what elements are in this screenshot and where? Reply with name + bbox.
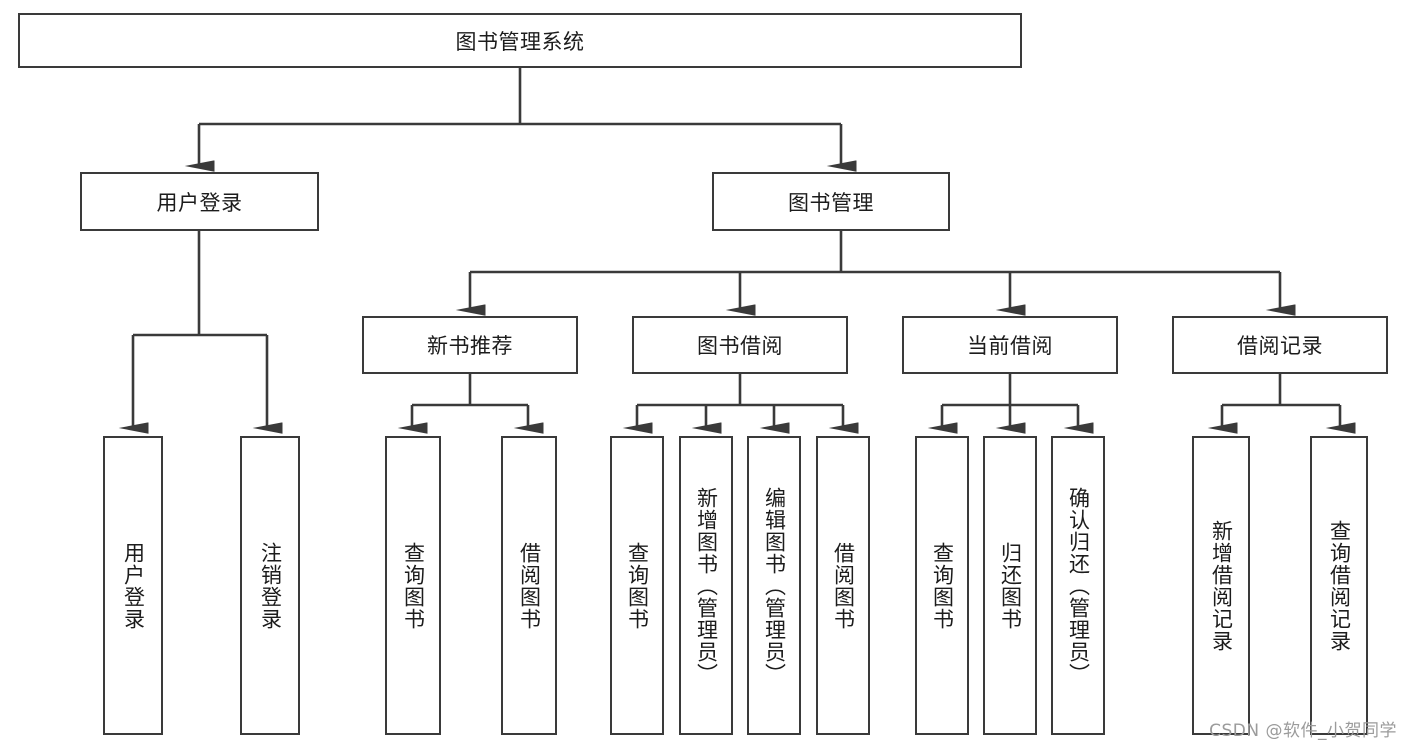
leaf-new-book-borrow[interactable]: 借阅图书 (501, 436, 557, 735)
node-label: 确认归还（管理员） (1066, 486, 1091, 685)
node-label: 查询借阅记录 (1327, 519, 1352, 652)
node-label: 图书管理系统 (455, 29, 585, 54)
leaf-user-login-logout[interactable]: 注销登录 (240, 436, 300, 735)
leaf-user-login-login[interactable]: 用户登录 (103, 436, 163, 735)
watermark-text: CSDN @软件_小贺同学 (1209, 721, 1397, 741)
node-current-borrow[interactable]: 当前借阅 (902, 316, 1118, 374)
node-label: 当前借阅 (967, 334, 1053, 358)
node-label: 用户登录 (156, 190, 243, 215)
node-label: 查询图书 (401, 541, 426, 630)
node-label: 用户登录 (121, 541, 146, 630)
leaf-current-query-book[interactable]: 查询图书 (915, 436, 969, 735)
node-system-root[interactable]: 图书管理系统 (18, 13, 1022, 68)
node-book-borrow[interactable]: 图书借阅 (632, 316, 848, 374)
node-label: 归还图书 (998, 541, 1023, 630)
leaf-current-return-book[interactable]: 归还图书 (983, 436, 1037, 735)
node-label: 查询图书 (930, 541, 955, 630)
node-label: 新增图书（管理员） (694, 486, 719, 685)
node-label: 新增借阅记录 (1209, 519, 1234, 652)
node-label: 图书管理 (788, 190, 874, 215)
node-label: 注销登录 (258, 541, 283, 630)
leaf-borrow-query-book[interactable]: 查询图书 (610, 436, 664, 735)
node-label: 借阅记录 (1237, 334, 1323, 358)
node-label: 图书借阅 (697, 334, 783, 358)
node-label: 借阅图书 (517, 541, 542, 630)
node-label: 编辑图书（管理员） (762, 486, 787, 685)
leaf-records-add-record[interactable]: 新增借阅记录 (1192, 436, 1250, 735)
leaf-records-query-record[interactable]: 查询借阅记录 (1310, 436, 1368, 735)
node-label: 新书推荐 (427, 334, 513, 358)
leaf-new-book-query[interactable]: 查询图书 (385, 436, 441, 735)
leaf-borrow-edit-book-admin[interactable]: 编辑图书（管理员） (747, 436, 801, 735)
leaf-borrow-add-book-admin[interactable]: 新增图书（管理员） (679, 436, 733, 735)
node-label: 查询图书 (625, 541, 650, 630)
leaf-current-confirm-return-admin[interactable]: 确认归还（管理员） (1051, 436, 1105, 735)
node-label: 借阅图书 (831, 541, 856, 630)
node-book-management[interactable]: 图书管理 (712, 172, 950, 231)
node-borrow-records[interactable]: 借阅记录 (1172, 316, 1388, 374)
node-new-book-recommend[interactable]: 新书推荐 (362, 316, 578, 374)
node-user-login[interactable]: 用户登录 (80, 172, 319, 231)
leaf-borrow-borrow-book[interactable]: 借阅图书 (816, 436, 870, 735)
